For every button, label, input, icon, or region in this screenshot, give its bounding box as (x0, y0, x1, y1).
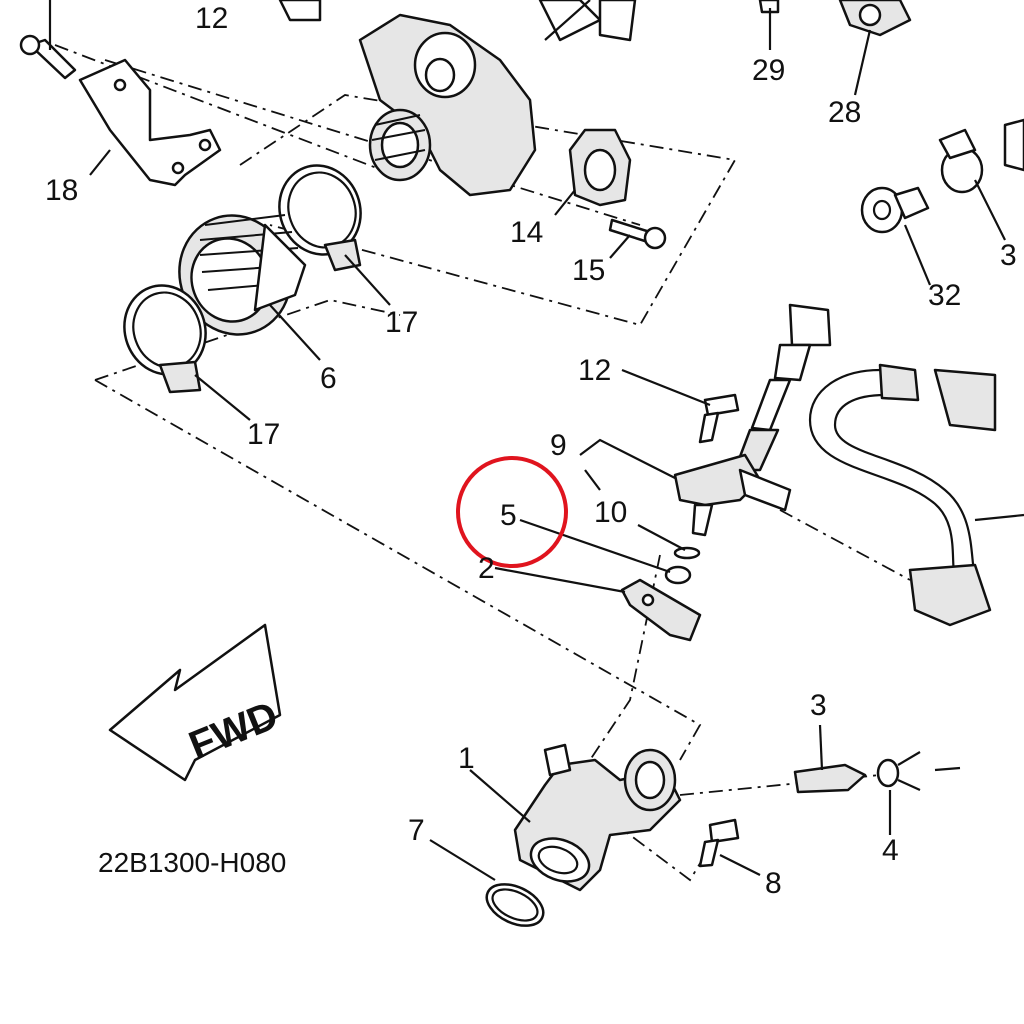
part-2-plate (620, 578, 702, 642)
part-14-fragment (278, 0, 322, 22)
part-9-injector (673, 303, 832, 537)
callout-14: 12 (195, 2, 228, 35)
callout-17-upper: 17 (385, 306, 418, 339)
callout-15: 14 (510, 216, 543, 249)
callout-4: 4 (882, 834, 899, 867)
part-8-bolt (698, 818, 740, 868)
callout-3: 3 (810, 689, 827, 722)
part-28-fitting (838, 0, 912, 37)
callout-2: 2 (478, 552, 495, 585)
callout-9: 9 (550, 429, 567, 462)
part-15-sensor (568, 128, 667, 250)
leader-lines (48, 0, 1006, 881)
callout-10: 10 (594, 496, 627, 529)
diagram-code: 22B1300-H080 (98, 847, 286, 878)
callout-8: 8 (765, 867, 782, 900)
callout-1: 1 (458, 742, 475, 775)
callout-29: 29 (752, 54, 785, 87)
part-18-bracket (19, 34, 222, 187)
callout-12: 12 (578, 354, 611, 387)
part-32-plug (860, 186, 930, 234)
part-1-intake-manifold (513, 743, 682, 892)
part-10-oring (673, 546, 701, 560)
part-5-collar (664, 565, 692, 585)
callout-5: 5 (500, 499, 517, 532)
callout-18: 18 (45, 174, 78, 207)
callout-labels: 12 18 29 28 14 15 17 6 17 32 3 12 9 10 5… (45, 2, 1017, 900)
fuel-hose (808, 363, 1024, 627)
fwd-arrow: FWD (108, 623, 284, 782)
callout-28: 28 (828, 96, 861, 129)
highlight-circle (456, 456, 568, 568)
part-33-clamp (938, 118, 1024, 194)
part-29-fitting (758, 0, 780, 14)
callout-7: 7 (408, 814, 425, 847)
part-4-clip (876, 751, 961, 792)
callout-32: 32 (928, 279, 961, 312)
part-12-bolt (698, 393, 740, 444)
callout-17-lower: 17 (247, 418, 280, 451)
part-6-intake-boot (178, 214, 307, 336)
part-7-oring (485, 883, 545, 927)
part-3-cap (793, 763, 867, 794)
callout-3-edge: 3 (1000, 239, 1017, 272)
callout-6: 6 (320, 362, 337, 395)
part-17-clamp-lower (123, 284, 207, 394)
callout-16: 15 (572, 254, 605, 287)
